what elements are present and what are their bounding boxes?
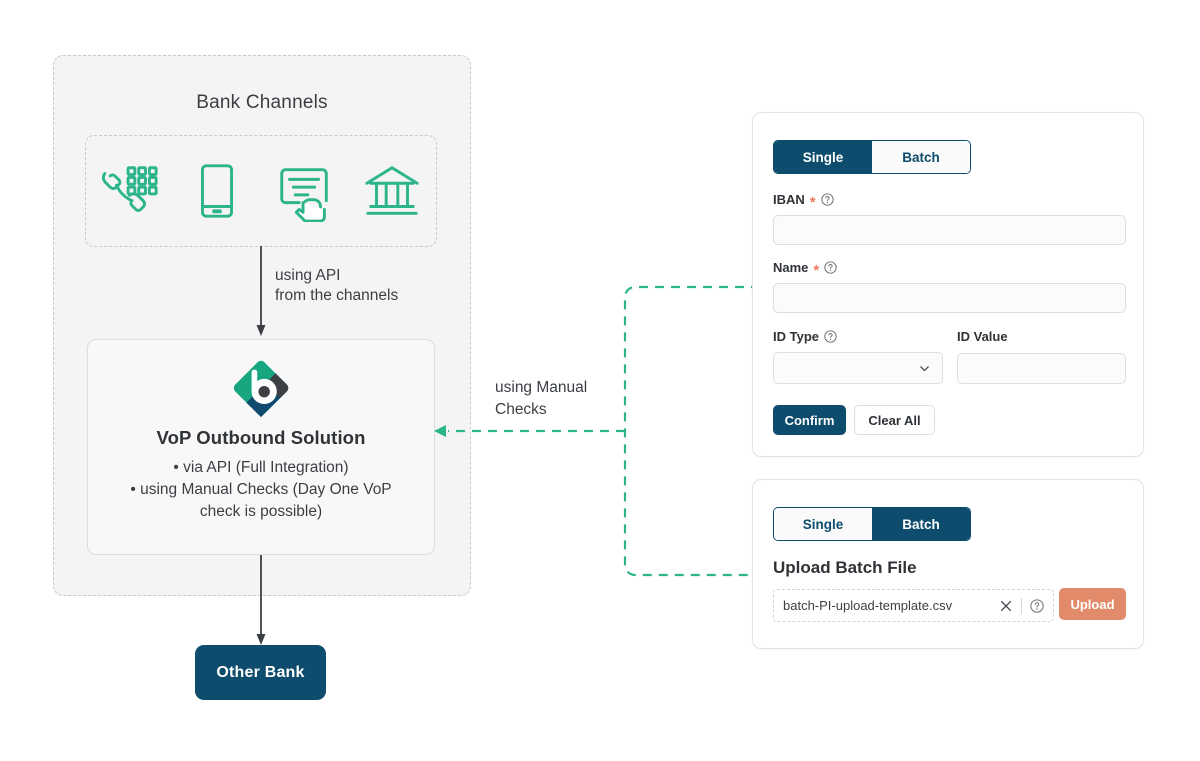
other-bank-flow-arrow (256, 555, 266, 645)
other-bank-node: Other Bank (195, 645, 326, 700)
help-icon[interactable] (824, 330, 837, 343)
vop-bullet-1: • via API (Full Integration) (173, 459, 349, 476)
vop-card-title: VoP Outbound Solution (156, 427, 366, 448)
name-label: Name * (773, 260, 837, 278)
api-flow-label: using API from the channels (275, 267, 399, 304)
clear-all-button[interactable]: Clear All (854, 405, 935, 435)
iban-input[interactable] (773, 215, 1126, 245)
phone-keypad-icon (101, 166, 158, 212)
vop-bullet-3: check is possible) (199, 503, 323, 520)
single-check-panel: Single Batch IBAN * Name * (752, 112, 1144, 457)
tab-batch[interactable]: Batch (872, 508, 970, 540)
tab-single[interactable]: Single (774, 141, 872, 173)
batch-upload-panel: Single Batch Upload Batch File batch-PI-… (752, 479, 1144, 649)
mobile-phone-icon (201, 164, 234, 218)
bank-channels-group (85, 135, 437, 247)
close-icon[interactable] (999, 599, 1013, 613)
selected-file-name: batch-PI-upload-template.csv (783, 598, 953, 613)
vop-card-bullets: • via API (Full Integration) • using Man… (102, 457, 420, 523)
id-value-label: ID Value (957, 329, 1008, 344)
online-form-click-icon (280, 168, 328, 222)
chevron-down-icon (920, 365, 929, 371)
vop-brand-logo (233, 360, 289, 418)
help-icon[interactable] (820, 193, 834, 206)
manual-checks-connector (434, 285, 760, 577)
divider (1021, 597, 1022, 614)
file-drop-field[interactable]: batch-PI-upload-template.csv (773, 589, 1054, 622)
bank-building-icon (365, 166, 419, 215)
vop-outbound-solution-card: VoP Outbound Solution • via API (Full In… (87, 339, 435, 555)
iban-label: IBAN * (773, 192, 834, 210)
tab-batch[interactable]: Batch (872, 141, 970, 173)
help-icon[interactable] (824, 261, 837, 274)
vop-bullet-2: • using Manual Checks (Day One VoP (130, 481, 392, 498)
api-flow-arrow (256, 246, 266, 336)
confirm-button[interactable]: Confirm (773, 405, 846, 435)
help-icon[interactable] (1030, 598, 1044, 613)
id-type-select[interactable] (773, 352, 943, 384)
iban-label-text: IBAN (773, 192, 805, 207)
name-label-text: Name (773, 260, 809, 275)
single-panel-mode-toggle[interactable]: Single Batch (773, 140, 971, 174)
id-value-label-text: ID Value (957, 329, 1008, 344)
name-input[interactable] (773, 283, 1126, 313)
tab-single[interactable]: Single (774, 508, 872, 540)
batch-panel-mode-toggle[interactable]: Single Batch (773, 507, 971, 541)
bank-channels-title: Bank Channels (196, 92, 328, 113)
upload-button[interactable]: Upload (1059, 588, 1126, 620)
manual-checks-label: using Manual Checks (495, 379, 588, 418)
id-type-label: ID Type (773, 329, 837, 344)
id-value-input[interactable] (957, 353, 1126, 384)
id-type-label-text: ID Type (773, 329, 819, 344)
upload-batch-file-title: Upload Batch File (773, 558, 917, 577)
